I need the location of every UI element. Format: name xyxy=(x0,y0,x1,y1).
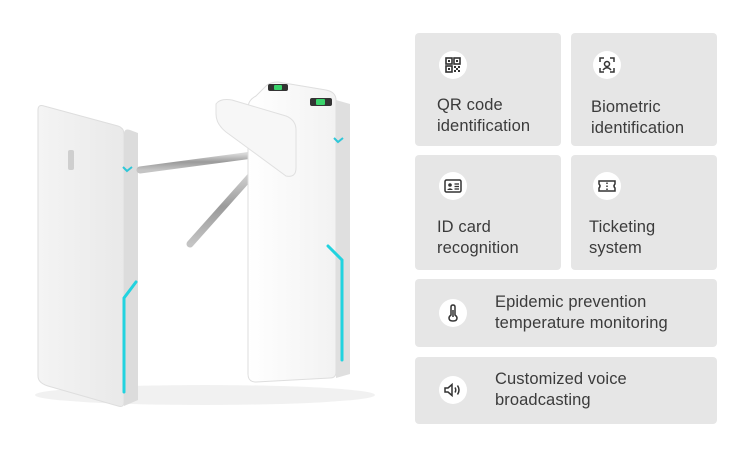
right-cabinet xyxy=(215,81,350,383)
feature-label-qr: QR code identification xyxy=(437,96,531,135)
feature-card-idcard: ID card recognition xyxy=(415,155,561,270)
feature-label-voice: Customized voice broadcasting xyxy=(495,370,627,409)
feature-card-biometric: Biometric identification xyxy=(571,33,717,146)
left-cabinet xyxy=(37,105,138,407)
face-scan-icon xyxy=(593,51,621,79)
tripod-turnstile-image xyxy=(35,81,375,407)
thermometer-icon xyxy=(439,299,467,327)
feature-card-temperature: Epidemic prevention temperature monitori… xyxy=(415,279,717,347)
ticket-icon xyxy=(593,172,621,200)
feature-label-temperature: Epidemic prevention temperature monitori… xyxy=(495,293,668,332)
feature-card-qr: QR code identification xyxy=(415,33,561,146)
feature-card-voice: Customized voice broadcasting xyxy=(415,357,717,424)
feature-card-ticketing: Ticketing system xyxy=(571,155,717,270)
feature-label-idcard: ID card recognition xyxy=(437,218,519,257)
id-card-icon xyxy=(439,172,467,200)
feature-label-biometric: Biometric identification xyxy=(591,98,685,137)
qr-code-icon xyxy=(439,51,467,79)
feature-label-ticketing: Ticketing system xyxy=(589,218,656,257)
speaker-icon xyxy=(439,376,467,404)
